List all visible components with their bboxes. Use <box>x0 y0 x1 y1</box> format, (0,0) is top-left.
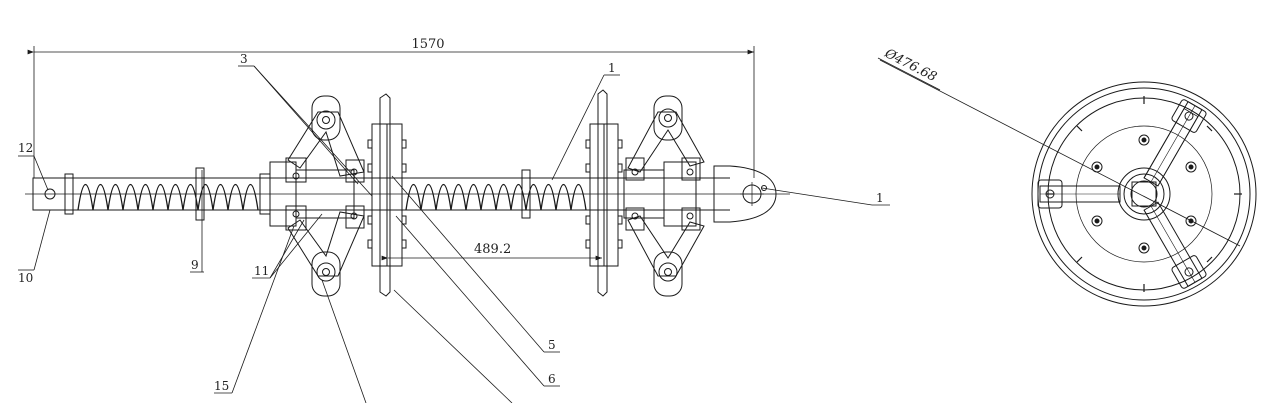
end-view-arm-top <box>1143 108 1199 187</box>
roller-arm-right-upper <box>625 111 705 181</box>
spring-left <box>77 184 259 211</box>
end-view-arm-lower <box>1143 99 1207 187</box>
callout-6: 6 <box>548 372 556 386</box>
leaders <box>18 65 890 403</box>
roller-left-bottom <box>311 251 341 297</box>
callout-11: 11 <box>254 264 269 278</box>
hub-right <box>663 161 697 227</box>
callout-1-top: 1 <box>608 61 616 75</box>
end-view-arm-upper <box>1143 201 1207 289</box>
dimension-overall-length: 1570 <box>411 37 444 52</box>
side-view <box>25 89 790 297</box>
collar-left <box>195 167 205 221</box>
hub-block-left <box>295 169 355 219</box>
roller-arm-right-lower <box>625 207 705 277</box>
roller-left-top <box>311 95 341 141</box>
end-view-hub <box>1117 167 1171 221</box>
callout-12: 12 <box>18 141 33 155</box>
callout-5: 5 <box>548 338 556 352</box>
callout-1-right: 1 <box>876 191 884 205</box>
roller-right-bottom <box>653 251 683 297</box>
collar-middle <box>521 169 531 219</box>
disc-right <box>585 89 623 297</box>
spring-middle <box>405 184 587 211</box>
callout-15: 15 <box>214 379 229 393</box>
end-clevis <box>713 165 777 223</box>
bolt-holes <box>1091 134 1197 254</box>
callout-10: 10 <box>18 271 33 285</box>
callout-3: 3 <box>240 52 248 66</box>
dimension-disc-spacing: 489.2 <box>474 242 511 257</box>
end-view <box>877 57 1257 307</box>
diameter-leader <box>879 59 1241 247</box>
shaft-pin-hole <box>44 188 56 200</box>
roller-arm-left-lower <box>285 205 365 277</box>
end-view-arm-left <box>1037 179 1121 209</box>
disc-left <box>367 93 407 297</box>
callout-9: 9 <box>191 258 199 272</box>
roller-right-top <box>653 95 683 141</box>
end-view-outer-ring <box>1031 81 1257 307</box>
